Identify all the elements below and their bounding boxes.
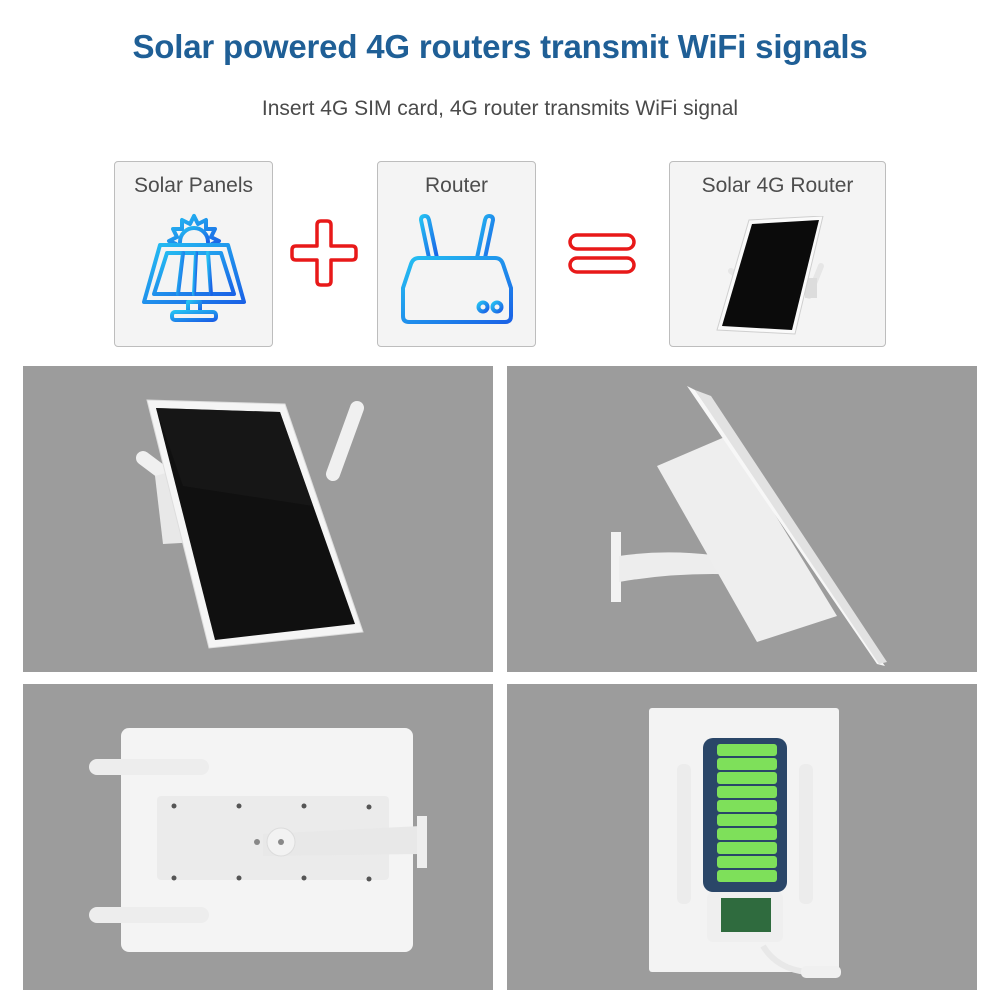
router-icon <box>378 214 535 334</box>
equals-icon <box>567 232 637 281</box>
solar-panels-card: Solar Panels <box>114 161 273 347</box>
page-subtitle: Insert 4G SIM card, 4G router transmits … <box>261 97 739 120</box>
card-label: Solar Panels <box>133 174 254 197</box>
card-label: Solar 4G Router <box>701 174 854 197</box>
battery-cells <box>717 744 777 882</box>
plus-icon <box>290 219 358 292</box>
solar-router-product-image <box>670 216 885 338</box>
router-card: Router <box>377 161 536 347</box>
solar-panel-icon <box>115 212 272 332</box>
side-view-photo <box>507 366 977 672</box>
back-view-photo <box>23 684 493 990</box>
card-label: Router <box>424 174 489 197</box>
front-view-photo <box>23 366 493 672</box>
page-title: Solar powered 4G routers transmit WiFi s… <box>132 28 868 65</box>
interior-battery-photo <box>507 684 977 990</box>
solar-4g-router-card: Solar 4G Router <box>669 161 886 347</box>
